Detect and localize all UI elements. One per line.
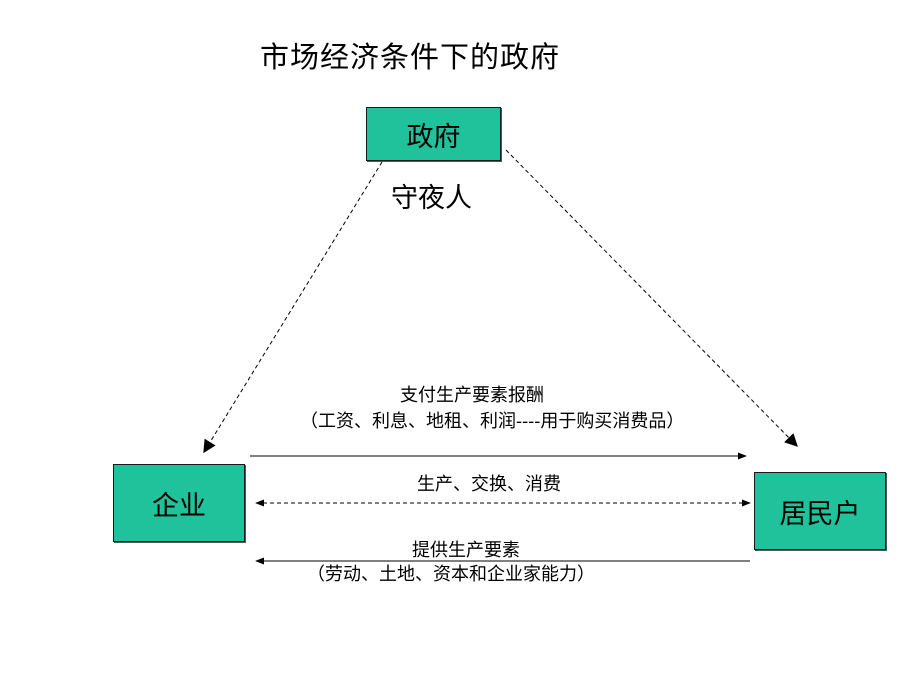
- firm-node: 企业: [113, 464, 245, 542]
- supply-flow-detail: （劳动、土地、资本和企业家能力）: [307, 564, 595, 585]
- gov-to-household-arrow: [505, 149, 798, 447]
- household-label: 居民户: [779, 498, 861, 530]
- payment-flow-detail: （工资、利息、地租、利润----用于购买消费品）: [300, 411, 685, 432]
- government-node: 政府: [366, 107, 501, 161]
- gov-to-firm-arrow: [203, 161, 383, 454]
- firm-label: 企业: [152, 490, 206, 522]
- payment-flow-label: 支付生产要素报酬: [400, 385, 544, 406]
- exchange-flow-label: 生产、交换、消费: [417, 474, 561, 495]
- diagram-title: 市场经济条件下的政府: [260, 40, 561, 74]
- government-role-label: 守夜人: [391, 183, 472, 214]
- government-label: 政府: [406, 121, 461, 153]
- supply-flow-label: 提供生产要素: [412, 540, 520, 561]
- household-node: 居民户: [754, 472, 886, 550]
